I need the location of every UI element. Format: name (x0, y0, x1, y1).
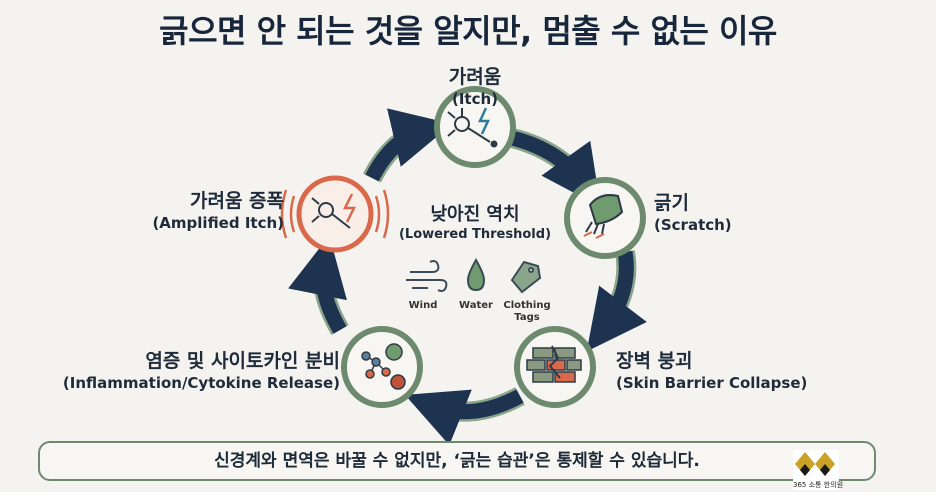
label-itch: 가려움 (Itch) (395, 66, 555, 109)
node-inflammation (341, 326, 423, 408)
center-threshold-ko: 낮아진 역치 (430, 204, 520, 225)
label-amplified-ko: 가려움 증폭 (189, 190, 284, 212)
label-itch-ko: 가려움 (448, 66, 502, 88)
arrow-barrier-to-inflammation (404, 389, 524, 446)
clinic-logo: 365 소통 한의원 (793, 450, 844, 490)
label-amplified-en: (Amplified Itch) (152, 213, 284, 232)
label-scratch-ko: 긁기 (654, 192, 689, 214)
arrow-scratch-to-barrier (586, 250, 647, 352)
trigger-clothing-tags-label: Clothing Tags (503, 300, 551, 323)
broken-brick-wall-icon (526, 345, 582, 383)
label-inflammation-en: (Inflammation/Cytokine Release) (62, 373, 340, 392)
label-inflammation-ko: 염증 및 사이토카인 분비 (145, 350, 340, 372)
trigger-water-label: Water (459, 300, 493, 311)
label-amplified: 가려움 증폭 (Amplified Itch) (110, 190, 284, 233)
clothing-tag-icon (510, 260, 542, 294)
water-drop-icon (466, 257, 486, 292)
scratching-hand-icon (583, 194, 624, 239)
wind-icon (406, 260, 448, 292)
label-barrier: 장벽 붕괴 (Skin Barrier Collapse) (616, 350, 836, 393)
center-threshold-en: (Lowered Threshold) (398, 226, 552, 242)
neuron-lightning-icon (447, 107, 498, 148)
trigger-wind: Wind (388, 298, 458, 312)
footer-message: 신경계와 면역은 바꿀 수 없지만, ‘긁는 습관’은 통제할 수 있습니다. (38, 441, 876, 481)
label-barrier-ko: 장벽 붕괴 (616, 350, 693, 372)
cytokine-molecules-icon (361, 343, 406, 390)
label-barrier-en: (Skin Barrier Collapse) (616, 373, 808, 392)
clinic-logo-icon (795, 452, 835, 476)
node-scratch (564, 177, 646, 259)
label-scratch: 긁기 (Scratch) (654, 192, 754, 235)
amplified-neuron-icon (311, 193, 357, 229)
label-itch-en: (Itch) (451, 89, 499, 108)
trigger-water: Water (441, 298, 511, 312)
arrow-amplified-to-itch (365, 108, 453, 182)
node-amplified (280, 175, 390, 253)
cycle-arrows (288, 108, 647, 446)
arrow-itch-to-scratch (510, 130, 601, 207)
trigger-wind-label: Wind (408, 300, 438, 311)
label-scratch-en: (Scratch) (654, 215, 732, 234)
arrow-inflammation-to-amplified (288, 235, 347, 334)
page-title: 긁으면 안 되는 것을 알지만, 멈출 수 없는 이유 (159, 12, 777, 50)
node-barrier (514, 326, 596, 408)
clinic-logo-text: 365 소통 한의원 (793, 481, 844, 489)
center-threshold: 낮아진 역치 (Lowered Threshold) (395, 204, 555, 243)
node-itch (434, 86, 516, 168)
trigger-clothing-tags: Clothing Tags (492, 298, 562, 323)
label-inflammation: 염증 및 사이토카인 분비 (Inflammation/Cytokine Rel… (60, 350, 340, 393)
